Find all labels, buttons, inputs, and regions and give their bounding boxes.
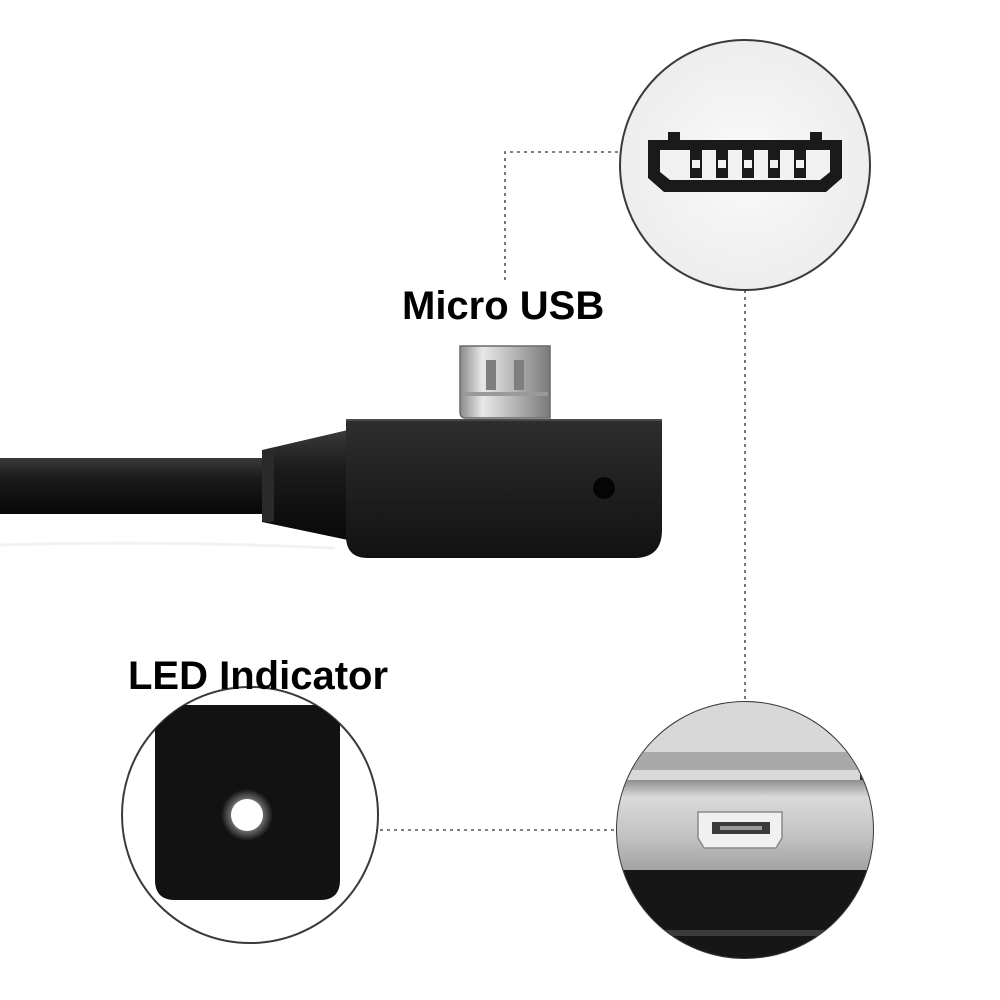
strain-relief [262, 430, 348, 540]
led-dot-icon [593, 477, 615, 499]
dotted-leader-lines [380, 151, 746, 831]
micro-usb-label: Micro USB [402, 284, 605, 328]
micro-usb-port-icon [619, 39, 871, 291]
led-indicator-label: LED Indicator [128, 654, 389, 698]
led-indicator-zoom [121, 686, 379, 944]
micro-usb-plug [459, 345, 551, 419]
laptop-port-zoom [616, 701, 874, 959]
connector-body [346, 419, 662, 558]
cable [0, 458, 336, 550]
